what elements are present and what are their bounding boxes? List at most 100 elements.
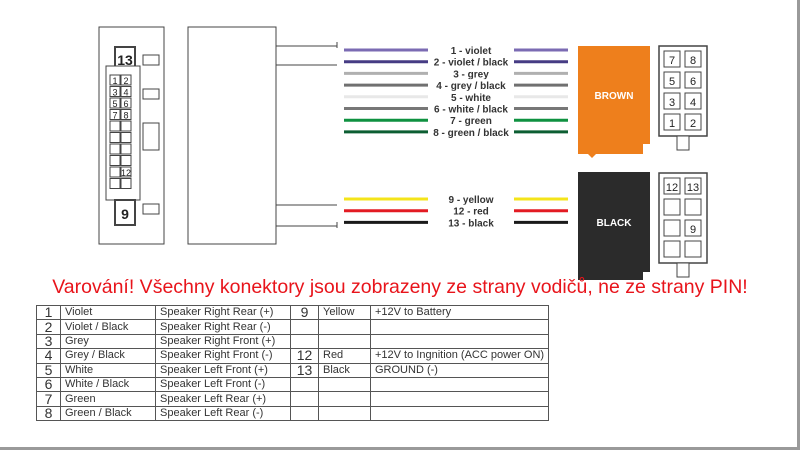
pin-number-cell [290,376,319,393]
wire-color-cell [318,333,371,350]
pin-label: 8 [123,111,128,121]
pin-cell [684,50,702,68]
pin-cell [663,198,681,216]
pin-cell [120,143,132,155]
wire-color-cell: Green [60,391,156,407]
pin-cell [109,143,121,155]
pin-label: 2 [690,118,696,130]
black-plug-body [578,172,650,272]
wire-color-cell [318,391,371,407]
pin-label: 8 [690,55,696,67]
pin-9-label: 9 [121,206,129,222]
function-cell: Speaker Right Front (+) [155,333,291,350]
label-bg [430,216,512,229]
pin-cell [663,219,681,237]
pin-cell [120,155,132,166]
label-bg [430,102,512,115]
label-bg [430,67,512,80]
label-bg [430,44,512,56]
pin-label: 12 [121,168,131,178]
pin-label: 12 [666,182,678,194]
function-cell: +12V to Battery [370,304,549,321]
pin-cell [120,178,132,189]
pin-label: 4 [123,88,128,98]
function-cell: Speaker Right Rear (-) [155,319,291,335]
pin-number-cell: 6 [36,376,61,393]
pin-number-cell: 4 [36,348,61,364]
wire-color-cell: Red [318,348,371,364]
brown-pin-tab [676,135,690,151]
wire-label: 7 - green [450,116,492,127]
pin-cell [109,132,121,143]
wire-label: 9 - yellow [448,195,493,206]
function-cell [370,405,549,422]
pin-number-cell: 1 [36,304,61,321]
pin-number-cell: 8 [36,405,61,422]
pin-cell [684,198,702,216]
wire-color-cell: Violet [60,304,156,321]
pin-cell [109,97,121,109]
warning-text: Varování! Všechny konektory jsou zobraze… [52,276,748,298]
latch-slot [142,54,160,66]
label-bg [430,114,512,127]
pin-cell [109,109,121,120]
pin-label: 1 [669,118,675,130]
wire-label: 6 - white / black [434,105,508,116]
pin-9-box [114,199,136,226]
pin-label: 6 [690,76,696,88]
pin-number-cell: 9 [290,304,319,321]
pin-label: 3 [669,97,675,109]
wire-color-cell [318,319,371,335]
wire-color-cell [318,376,371,393]
wire-label: 4 - grey / black [436,81,506,92]
pin-number-cell [290,319,319,335]
cable-outline [276,42,338,228]
pin-label: 6 [123,99,128,109]
pin-label: 4 [690,97,696,109]
pin-label: 3 [112,88,117,98]
pin-label: 5 [112,99,117,109]
label-bg [430,90,512,103]
wire-color-cell: Green / Black [60,405,156,422]
pin-cell [120,120,132,132]
wire-color-cell: White [60,362,156,378]
pin-cell [684,219,702,237]
wire-label: 5 - white [451,93,491,104]
pin-cell [120,74,132,86]
latch-slot [142,122,160,151]
pin-label: 9 [690,224,696,236]
brown-plug-label: BROWN [595,91,634,102]
label-bg [430,204,512,217]
function-cell: Speaker Left Front (+) [155,362,291,378]
label-bg [430,79,512,92]
pin-cell [684,71,702,89]
pin-cell [120,86,132,97]
pin-number-cell [290,391,319,407]
pin-cell [663,240,681,258]
pin-cell [684,113,702,131]
pin-cell [663,177,681,195]
function-cell: Speaker Right Front (-) [155,348,291,364]
black-pin-tab [676,262,690,278]
function-cell [370,319,549,335]
pin-label: 13 [687,182,699,194]
pin-cell [109,120,121,132]
pin-cell [663,92,681,110]
wire-label: 2 - violet / black [434,58,509,69]
pin-number-cell: 13 [290,362,319,378]
function-cell: Speaker Right Rear (+) [155,304,291,321]
pin-cell [109,74,121,86]
wire-label: 13 - black [448,218,494,229]
pin-cell [684,177,702,195]
wire-label: 3 - grey [453,69,489,80]
function-cell [370,376,549,393]
pin-cell [663,113,681,131]
pin-label: 5 [669,76,675,88]
